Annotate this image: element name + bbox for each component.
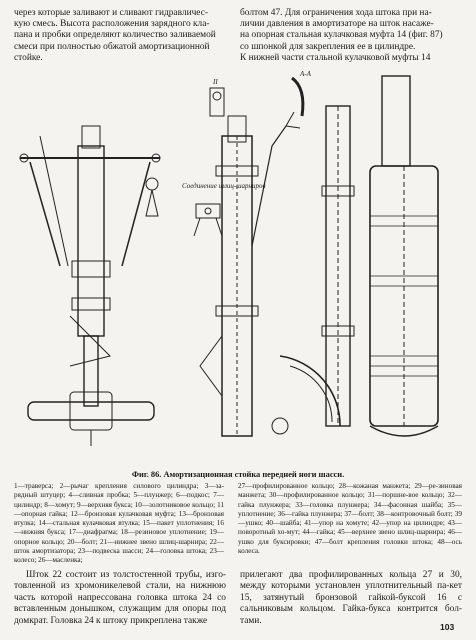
- bottom-left-text: Шток 22 состоит из толстостенной трубы, …: [14, 570, 226, 626]
- text-line: на опорная стальная кулачковая муфта 14 …: [240, 30, 443, 41]
- text-line: кую смесь. Высота расположения зарядного…: [14, 19, 210, 30]
- section-aa-label: А-А: [299, 70, 312, 78]
- view-ii-label: II: [212, 78, 218, 86]
- text-line: смеси при полностью обжатой амортизацион…: [14, 41, 210, 52]
- figure-caption: Фиг. 86. Амортизационная стойка передней…: [131, 470, 345, 479]
- text-line: со шпонкой для закрепления ее в цилиндре…: [240, 41, 416, 52]
- text-line: через которые заливают и сливают гидравл…: [14, 8, 208, 18]
- shock-strut-drawing: Соединение шлиц-шарниров А-А II: [19, 70, 439, 446]
- text-line: стойке.: [14, 52, 43, 63]
- page-number: 103: [440, 622, 455, 632]
- text-line: пана и пробки определяют количество зали…: [14, 30, 216, 41]
- text-line: болтом 47. Для ограничения хода штока пр…: [240, 8, 432, 18]
- top-left-text: через которые заливают и сливают гидравл…: [14, 8, 220, 64]
- text-line: К нижней части стальной кулачковой муфты…: [240, 52, 431, 63]
- top-right-text: болтом 47. Для ограничения хода штока пр…: [240, 8, 462, 64]
- legend-left: 1—траверса; 2—рычаг крепления силового ц…: [14, 482, 224, 565]
- legend-right: 27—профилированное кольцо; 28—кожаная ма…: [238, 482, 462, 556]
- bottom-right-text: прилегают два профилированных кольца 27 …: [240, 570, 462, 626]
- connection-title: Соединение шлиц-шарниров: [182, 182, 266, 190]
- text-line: личии давления в амортизаторе на шток на…: [240, 19, 434, 30]
